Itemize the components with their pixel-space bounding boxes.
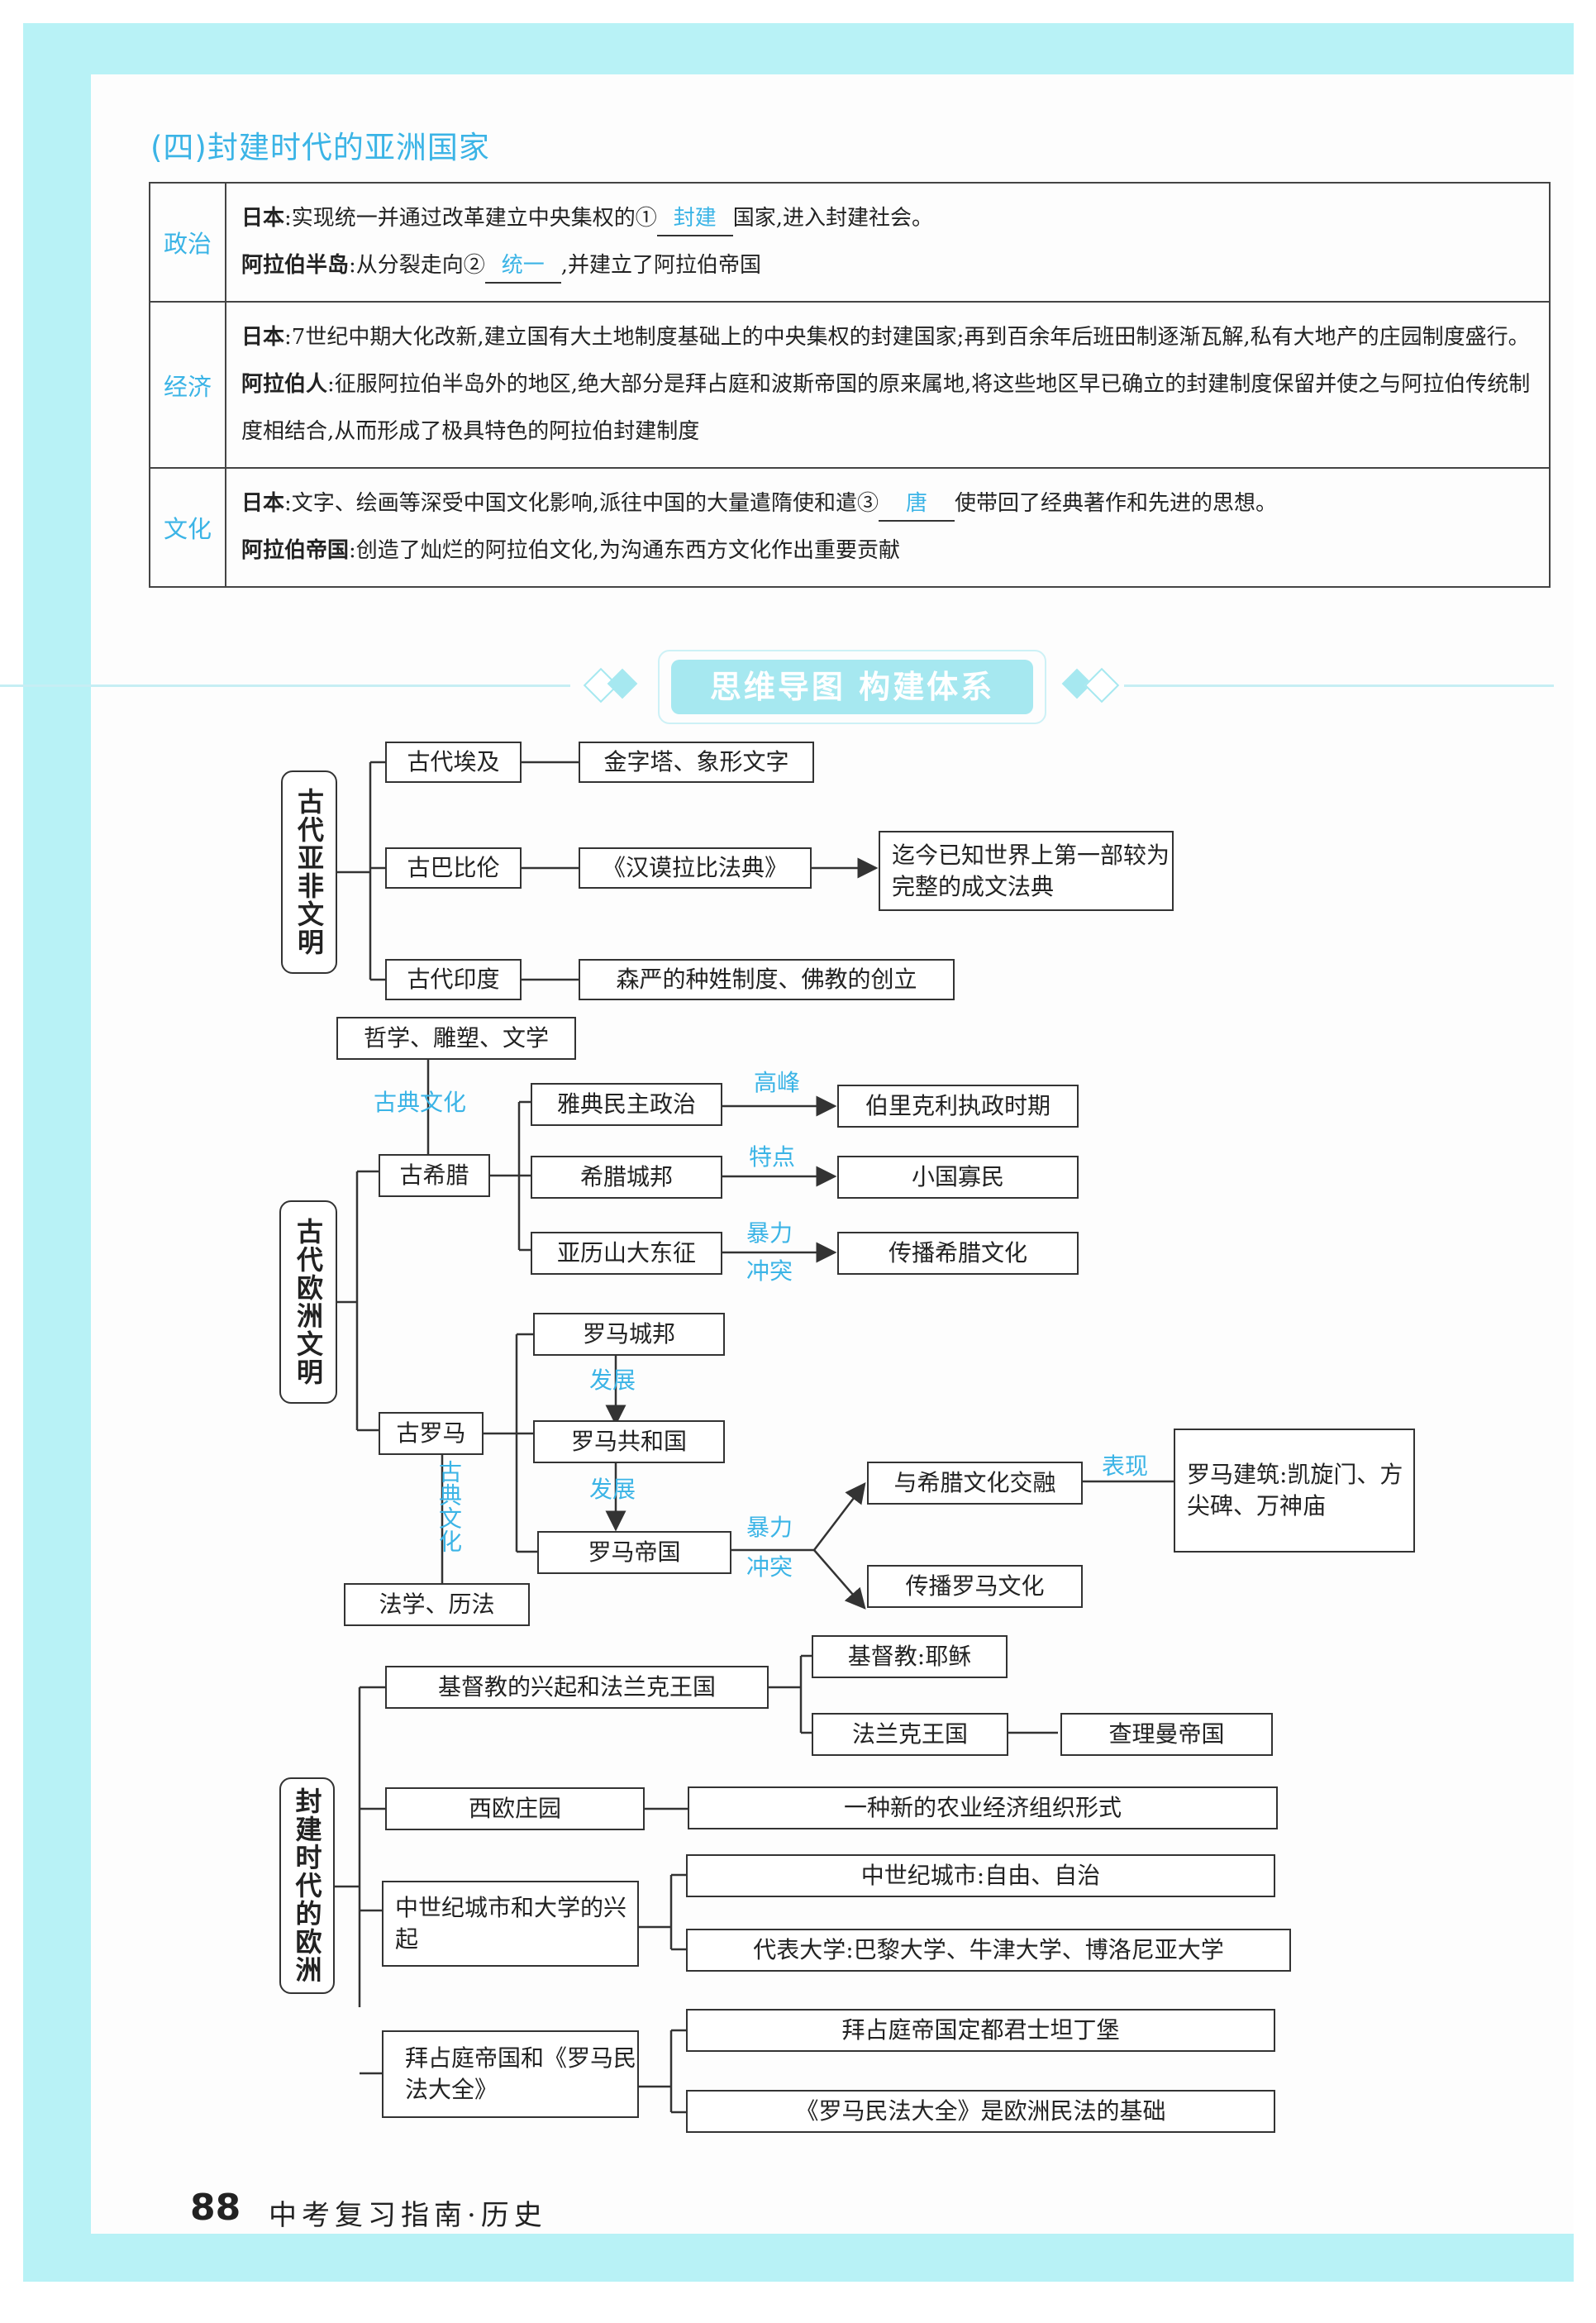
node-spread-greek: 传播希腊文化 [837, 1232, 1079, 1275]
banner-rule-left [0, 684, 570, 687]
node-athens: 雅典民主政治 [531, 1083, 722, 1126]
node-christ: 基督教:耶稣 [812, 1635, 1008, 1678]
category-cell: 政治 [149, 182, 226, 303]
node-christianity: 基督教的兴起和法兰克王国 [385, 1666, 769, 1709]
label-conflict: 冲突 [746, 1257, 793, 1285]
table-line: 日本:7世纪中期大化改新,建立国有大土地制度基础上的中央集权的封建国家;再到百余… [241, 325, 1530, 350]
answer-blank: 封建 [656, 202, 733, 236]
label-feature: 特点 [749, 1143, 796, 1171]
label-develop-1: 发展 [589, 1367, 636, 1394]
root-asia-africa: 古代亚非文明 [281, 770, 337, 974]
node-city-state: 希腊城邦 [531, 1156, 722, 1199]
node-small-state: 小国寡民 [837, 1156, 1079, 1199]
label-conflict: 冲突 [746, 1553, 793, 1581]
node-fusion: 与希腊文化交融 [867, 1462, 1083, 1505]
table-row-economy: 经济 日本:7世纪中期大化改新,建立国有大土地制度基础上的中央集权的封建国家;再… [149, 301, 1551, 469]
node-greece-culture: 哲学、雕塑、文学 [336, 1017, 576, 1060]
node-architecture: 罗马建筑:凯旋门、方尖碑、万神庙 [1174, 1429, 1415, 1553]
label-develop-2: 发展 [589, 1476, 636, 1503]
label-classical-culture: 古典文化 [374, 1089, 467, 1116]
node-rome-city: 罗马城邦 [533, 1313, 725, 1356]
label-violence: 暴力 [746, 1219, 793, 1247]
label-manifestation: 表现 [1102, 1452, 1149, 1480]
node-manor-detail: 一种新的农业经济组织形式 [688, 1786, 1278, 1829]
node-egypt: 古代埃及 [385, 742, 522, 783]
category-cell: 文化 [149, 467, 226, 588]
node-byzantine: 拜占庭帝国和《罗马民法大全》 [382, 2030, 639, 2118]
node-babylon: 古巴比伦 [385, 847, 522, 889]
label-violence: 暴力 [746, 1514, 793, 1541]
banner-title: 思维导图 构建体系 [671, 660, 1033, 714]
answer-blank: 统一 [484, 249, 561, 284]
node-manor: 西欧庄园 [385, 1787, 645, 1830]
node-india: 古代印度 [385, 959, 522, 1000]
node-frank: 法兰克王国 [812, 1713, 1008, 1756]
mindmap-banner: 思维导图 构建体系 [0, 645, 1596, 727]
node-cities: 中世纪城市和大学的兴起 [382, 1881, 639, 1967]
node-universities: 代表大学:巴黎大学、牛津大学、博洛尼亚大学 [686, 1929, 1291, 1972]
category-cell: 经济 [149, 301, 226, 469]
node-egypt-detail: 金字塔、象形文字 [579, 742, 814, 783]
page-number: 88 [190, 2187, 241, 2229]
node-charlemagne: 查理曼帝国 [1060, 1713, 1273, 1756]
root-ancient-europe: 古代欧洲文明 [279, 1200, 337, 1404]
diamond-icon [607, 668, 638, 699]
node-india-detail: 森严的种姓制度、佛教的创立 [579, 959, 955, 1000]
node-rome-empire: 罗马帝国 [537, 1531, 731, 1574]
table-line: 阿拉伯帝国:创造了灿烂的阿拉伯文化,为沟通东西方文化作出重要贡献 [241, 538, 901, 563]
table-line: 阿拉伯人:征服阿拉伯半岛外的地区,绝大部分是拜占庭和波斯帝国的原来属地,将这些地… [241, 372, 1531, 444]
label-classical-culture-rome: 古典文化 [436, 1460, 463, 1553]
node-rome-republic: 罗马共和国 [533, 1420, 725, 1463]
node-babylon-result: 迄今已知世界上第一部较为完整的成文法典 [879, 831, 1174, 911]
node-rome-culture: 法学、历法 [344, 1583, 530, 1626]
node-rome: 古罗马 [379, 1412, 484, 1455]
node-greece: 古希腊 [379, 1154, 490, 1197]
node-civil-law: 《罗马民法大全》是欧洲民法的基础 [686, 2090, 1275, 2133]
section-title: (四)封建时代的亚洲国家 [150, 130, 490, 165]
banner-rule-right [1124, 684, 1554, 687]
book-title: 中考复习指南·历史 [269, 2199, 547, 2232]
banner-pill: 思维导图 构建体系 [658, 650, 1046, 724]
label-peak: 高峰 [754, 1069, 801, 1096]
node-cities-detail: 中世纪城市:自由、自治 [686, 1854, 1275, 1897]
node-alexander: 亚历山大东征 [531, 1232, 722, 1275]
node-babylon-detail: 《汉谟拉比法典》 [579, 847, 812, 889]
node-byzantine-capital: 拜占庭帝国定都君士坦丁堡 [686, 2009, 1275, 2052]
node-pericles: 伯里克利执政时期 [837, 1085, 1079, 1128]
diamond-icon [1084, 667, 1120, 704]
root-feudal-europe: 封建时代的欧洲 [279, 1777, 335, 1994]
node-spread-roman: 传播罗马文化 [867, 1565, 1083, 1608]
answer-blank: 唐 [879, 487, 955, 522]
